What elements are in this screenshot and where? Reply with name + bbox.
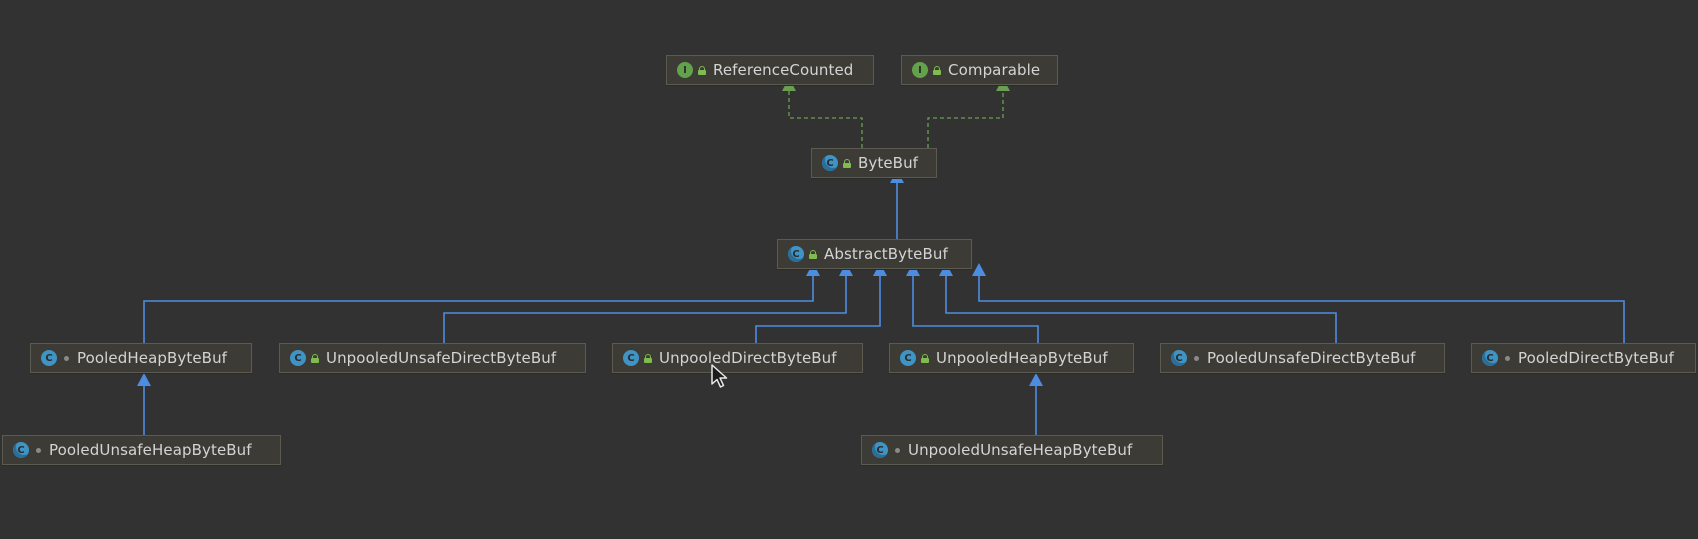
public-visibility-icon xyxy=(644,353,652,363)
package-visibility-icon xyxy=(893,445,901,455)
node-pooled-heap-bytebuf[interactable]: C PooledHeapByteBuf xyxy=(30,343,252,373)
node-pooled-direct-bytebuf[interactable]: C PooledDirectByteBuf xyxy=(1471,343,1696,373)
node-bytebuf[interactable]: C ByteBuf xyxy=(811,148,937,178)
edge-arrowhead xyxy=(137,373,151,386)
edge-arrowhead xyxy=(806,263,820,276)
class-icon: C xyxy=(872,442,888,458)
node-label: UnpooledUnsafeHeapByteBuf xyxy=(908,441,1133,459)
public-visibility-icon xyxy=(933,65,941,75)
edge-arrowhead xyxy=(1029,373,1043,386)
node-label: PooledDirectByteBuf xyxy=(1518,349,1674,367)
edge-arrowhead xyxy=(839,263,853,276)
edge-line xyxy=(143,276,814,343)
public-visibility-icon xyxy=(698,65,706,75)
edge-abstract-bytebuf-to-bytebuf xyxy=(890,170,904,239)
interface-icon: I xyxy=(677,62,693,78)
public-visibility-icon xyxy=(921,353,929,363)
edge-pooled-direct-bytebuf-to-abstract-bytebuf xyxy=(972,263,1625,343)
node-label: PooledUnsafeDirectByteBuf xyxy=(1207,349,1416,367)
class-icon: C xyxy=(290,350,306,366)
edge-line xyxy=(912,276,1039,343)
edge-arrowhead xyxy=(873,263,887,276)
final-class-icon: C xyxy=(1171,350,1187,366)
interface-icon: I xyxy=(912,62,928,78)
edge-arrowhead xyxy=(972,263,986,276)
class-icon: C xyxy=(900,350,916,366)
edge-unpooled-direct-bytebuf-to-abstract-bytebuf xyxy=(755,263,887,343)
edge-bytebuf-to-reference-counted xyxy=(782,78,863,148)
node-unpooled-direct-bytebuf[interactable]: C UnpooledDirectByteBuf xyxy=(612,343,863,373)
edge-pooled-heap-bytebuf-to-abstract-bytebuf xyxy=(143,263,820,343)
node-label: ByteBuf xyxy=(858,154,919,172)
node-unpooled-unsafe-heap-bytebuf[interactable]: C UnpooledUnsafeHeapByteBuf xyxy=(861,435,1163,465)
edge-line xyxy=(443,276,847,343)
edge-pooled-unsafe-heap-bytebuf-to-pooled-heap-bytebuf xyxy=(137,373,151,435)
node-label: UnpooledDirectByteBuf xyxy=(659,349,837,367)
abstract-class-icon: C xyxy=(788,246,804,262)
edge-pooled-unsafe-direct-bytebuf-to-abstract-bytebuf xyxy=(939,263,1337,343)
final-class-icon: C xyxy=(13,442,29,458)
edge-unpooled-unsafe-direct-bytebuf-to-abstract-bytebuf xyxy=(443,263,853,343)
edge-line xyxy=(927,91,1004,148)
package-visibility-icon xyxy=(62,353,70,363)
node-abstract-bytebuf[interactable]: C AbstractByteBuf xyxy=(777,239,972,269)
edge-unpooled-heap-bytebuf-to-abstract-bytebuf xyxy=(906,263,1039,343)
node-unpooled-heap-bytebuf[interactable]: C UnpooledHeapByteBuf xyxy=(889,343,1134,373)
node-comparable[interactable]: I Comparable xyxy=(901,55,1058,85)
edge-arrowhead xyxy=(939,263,953,276)
edge-bytebuf-to-comparable xyxy=(927,78,1010,148)
edge-line xyxy=(788,91,863,148)
node-pooled-unsafe-heap-bytebuf[interactable]: C PooledUnsafeHeapByteBuf xyxy=(2,435,281,465)
node-label: UnpooledHeapByteBuf xyxy=(936,349,1108,367)
mouse-cursor-icon xyxy=(711,364,728,388)
node-label: AbstractByteBuf xyxy=(824,245,948,263)
package-visibility-icon xyxy=(34,445,42,455)
public-visibility-icon xyxy=(809,249,817,259)
edge-line xyxy=(945,276,1337,343)
public-visibility-icon xyxy=(843,158,851,168)
edge-arrowhead xyxy=(906,263,920,276)
node-reference-counted[interactable]: I ReferenceCounted xyxy=(666,55,874,85)
edge-unpooled-unsafe-heap-bytebuf-to-unpooled-heap-bytebuf xyxy=(1029,373,1043,435)
package-visibility-icon xyxy=(1503,353,1511,363)
package-visibility-icon xyxy=(1192,353,1200,363)
abstract-class-icon: C xyxy=(822,155,838,171)
node-label: ReferenceCounted xyxy=(713,61,854,79)
public-visibility-icon xyxy=(311,353,319,363)
node-label: PooledUnsafeHeapByteBuf xyxy=(49,441,252,459)
node-unpooled-unsafe-direct-bytebuf[interactable]: C UnpooledUnsafeDirectByteBuf xyxy=(279,343,586,373)
edge-line xyxy=(978,276,1625,343)
node-label: Comparable xyxy=(948,61,1041,79)
node-label: PooledHeapByteBuf xyxy=(77,349,228,367)
class-icon: C xyxy=(41,350,57,366)
class-icon: C xyxy=(623,350,639,366)
node-label: UnpooledUnsafeDirectByteBuf xyxy=(326,349,557,367)
edge-line xyxy=(755,276,881,343)
node-pooled-unsafe-direct-bytebuf[interactable]: C PooledUnsafeDirectByteBuf xyxy=(1160,343,1445,373)
final-class-icon: C xyxy=(1482,350,1498,366)
